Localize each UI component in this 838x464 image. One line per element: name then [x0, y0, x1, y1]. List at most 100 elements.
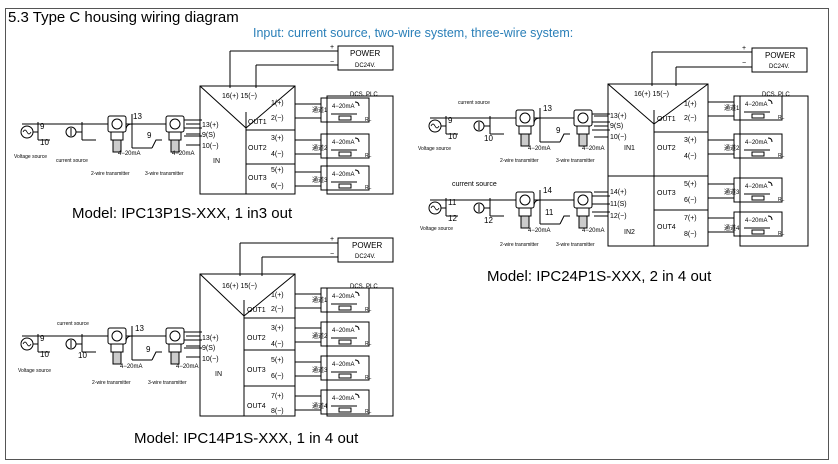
svg-text:4−20mA: 4−20mA: [745, 140, 768, 146]
svg-text:10: 10: [448, 132, 457, 141]
svg-text:通道3: 通道3: [724, 188, 740, 196]
power-box-3: [337, 237, 394, 263]
model-label-ipc24: Model: IPC24P1S-XXX, 2 in 4 out: [487, 268, 712, 285]
svg-text:Voltage source: Voltage source: [418, 146, 451, 152]
svg-text:2(−): 2(−): [271, 306, 284, 313]
svg-text:4−20mA: 4−20mA: [745, 184, 768, 190]
svg-text:IN: IN: [215, 371, 222, 378]
svg-text:4−20mA: 4−20mA: [172, 151, 195, 157]
svg-text:4−20mA: 4−20mA: [582, 228, 605, 234]
svg-text:通道2: 通道2: [312, 332, 328, 340]
dcs-box-1: [326, 95, 394, 195]
svg-text:12(−): 12(−): [610, 213, 627, 220]
svg-text:通道4: 通道4: [312, 402, 328, 410]
svg-text:DCS. PLC: DCS. PLC: [350, 284, 378, 290]
svg-text:3-wire transmitter: 3-wire transmitter: [145, 171, 184, 177]
svg-text:current source: current source: [452, 181, 497, 188]
svg-text:10(−): 10(−): [202, 356, 219, 363]
svg-text:4−20mA: 4−20mA: [332, 362, 355, 368]
svg-text:通道3: 通道3: [312, 176, 328, 184]
svg-text:4−20mA: 4−20mA: [528, 228, 551, 234]
svg-text:13: 13: [133, 112, 142, 121]
section-frame: [5, 8, 829, 460]
in2-label: IN2: [624, 229, 635, 236]
svg-text:11: 11: [448, 198, 457, 207]
svg-text:12: 12: [484, 216, 493, 225]
svg-text:DC24V.: DC24V.: [355, 254, 376, 260]
svg-text:DC24V.: DC24V.: [769, 64, 790, 70]
svg-text:14: 14: [543, 186, 552, 195]
in1-label: IN1: [624, 145, 635, 152]
diagram-ipc24: POWER DC24V. + − 16(+) 15(−) OUT1 OUT2 O…: [418, 45, 809, 248]
svg-text:13: 13: [543, 104, 552, 113]
svg-text:3-wire transmitter: 3-wire transmitter: [556, 242, 595, 248]
section-heading: 5.3 Type C housing wiring diagram: [8, 9, 239, 26]
svg-text:10: 10: [78, 351, 87, 360]
housing-2: [607, 83, 709, 247]
svg-text:+: +: [330, 236, 334, 243]
power-box-2: [751, 47, 808, 73]
voltage-source-label-1: Voltage source: [14, 154, 47, 160]
svg-text:4−20mA: 4−20mA: [745, 102, 768, 108]
svg-text:RL: RL: [365, 409, 372, 415]
out1-label: OUT1: [248, 119, 267, 126]
svg-text:OUT2: OUT2: [247, 335, 266, 342]
svg-text:6(−): 6(−): [684, 197, 697, 204]
svg-text:RL: RL: [778, 231, 785, 237]
dc24-label-1: DC24V.: [355, 63, 376, 69]
svg-text:4−20mA: 4−20mA: [118, 151, 141, 157]
svg-text:OUT1: OUT1: [247, 307, 266, 314]
svg-text:3(+): 3(+): [271, 135, 284, 142]
svg-text:RL: RL: [778, 115, 785, 121]
svg-text:2(−): 2(−): [271, 115, 284, 122]
svg-text:RL: RL: [365, 375, 372, 381]
svg-text:DCS. PLC: DCS. PLC: [762, 92, 790, 98]
svg-text:4−20mA: 4−20mA: [332, 328, 355, 334]
diagram-ipc13: POWER DC24V. + − 16(+) 15(−) OUT1 OUT2 O…: [14, 44, 394, 195]
svg-text:+: +: [330, 44, 334, 51]
svg-text:通道3: 通道3: [312, 366, 328, 374]
svg-text:4−20mA: 4−20mA: [332, 396, 355, 402]
power-label-1: POWER: [350, 49, 380, 58]
svg-text:10(−): 10(−): [202, 143, 219, 150]
svg-text:2(−): 2(−): [684, 115, 697, 122]
svg-text:RL: RL: [365, 153, 372, 159]
svg-text:2-wire transmitter: 2-wire transmitter: [91, 171, 130, 177]
svg-text:5(+): 5(+): [271, 357, 284, 364]
svg-text:4−20mA: 4−20mA: [332, 294, 355, 300]
svg-text:5(+): 5(+): [271, 167, 284, 174]
svg-text:9: 9: [556, 126, 561, 135]
svg-text:通道1: 通道1: [312, 296, 328, 304]
svg-text:POWER: POWER: [352, 241, 382, 250]
out3-label: OUT3: [248, 175, 267, 182]
svg-text:9(S): 9(S): [202, 345, 215, 352]
svg-text:4−20mA: 4−20mA: [120, 364, 143, 370]
svg-text:11(S): 11(S): [610, 201, 627, 208]
svg-text:−: −: [742, 60, 746, 67]
svg-text:6(−): 6(−): [271, 183, 284, 190]
svg-text:RL: RL: [778, 197, 785, 203]
svg-text:9: 9: [40, 122, 45, 131]
svg-text:10: 10: [40, 138, 49, 147]
svg-text:10: 10: [40, 350, 49, 359]
svg-text:DCS. PLC: DCS. PLC: [350, 92, 378, 98]
svg-text:1(+): 1(+): [271, 292, 284, 299]
svg-text:通道1: 通道1: [312, 106, 328, 114]
svg-text:Voltage source: Voltage source: [420, 226, 453, 232]
svg-text:5(+): 5(+): [684, 181, 697, 188]
svg-text:9(S): 9(S): [610, 123, 623, 130]
svg-text:OUT2: OUT2: [657, 145, 676, 152]
svg-text:1(+): 1(+): [684, 101, 697, 108]
svg-text:9(S): 9(S): [202, 132, 215, 139]
svg-text:3-wire transmitter: 3-wire transmitter: [556, 158, 595, 164]
svg-text:Voltage source: Voltage source: [18, 368, 51, 374]
svg-text:9: 9: [147, 131, 152, 140]
input-subtitle: Input: current source, two-wire system, …: [253, 26, 574, 40]
svg-text:11: 11: [545, 208, 554, 217]
svg-text:OUT4: OUT4: [657, 224, 676, 231]
diagram-ipc14: POWER DC24V. + − 16(+) 15(−) OUT1 OUT2 O…: [18, 236, 394, 417]
svg-text:通道2: 通道2: [724, 144, 740, 152]
power-box-1: [337, 45, 394, 71]
svg-text:RL: RL: [778, 153, 785, 159]
